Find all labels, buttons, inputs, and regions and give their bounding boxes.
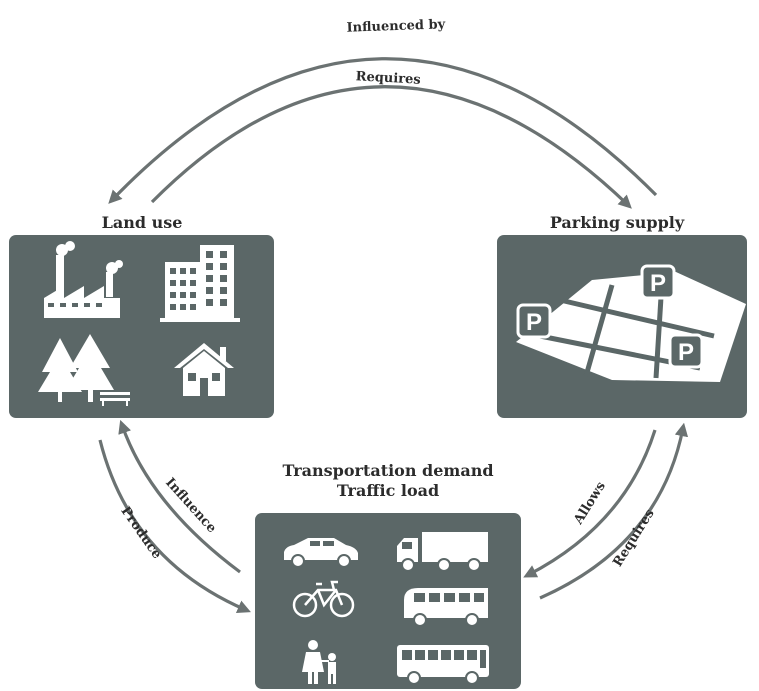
arrow-transport-to-landuse	[118, 419, 241, 574]
office-building-icon	[160, 245, 240, 322]
city-bus-icon	[397, 645, 489, 685]
bench-icon	[100, 392, 130, 406]
arrow-landuse-to-transport	[98, 439, 251, 613]
bicycle-icon	[292, 580, 355, 618]
arrow-transport-to-parking	[539, 422, 689, 600]
title-land-use: Land use	[102, 213, 183, 232]
car-icon	[284, 538, 358, 568]
parking-supply-panel: P P P	[497, 235, 747, 418]
bus-icon	[404, 588, 488, 627]
title-parking-supply: Parking supply	[550, 213, 685, 232]
parking-sign-icon: P P P	[516, 264, 704, 369]
pedestrians-icon	[302, 640, 336, 684]
arrow-landuse-to-parking	[150, 85, 632, 209]
svg-text:P: P	[678, 339, 694, 366]
title-transportation-demand: Transportation demand	[282, 461, 493, 480]
trees-icon	[38, 334, 114, 402]
transportation-demand-panel	[255, 513, 521, 689]
house-icon	[174, 343, 234, 396]
label-requires-right: Requires	[610, 507, 657, 570]
title-traffic-load: Traffic load	[337, 481, 439, 500]
label-requires-top: Requires	[355, 69, 421, 87]
svg-text:P: P	[650, 270, 666, 297]
truck-icon	[397, 532, 488, 572]
svg-text:P: P	[526, 309, 542, 336]
arrow-parking-to-landuse	[108, 57, 658, 204]
label-produce: Produce	[118, 504, 165, 562]
arrow-parking-to-transport	[523, 429, 657, 578]
label-influenced-by: Influenced by	[346, 17, 446, 35]
land-use-panel	[9, 235, 274, 418]
factory-icon	[44, 241, 123, 318]
